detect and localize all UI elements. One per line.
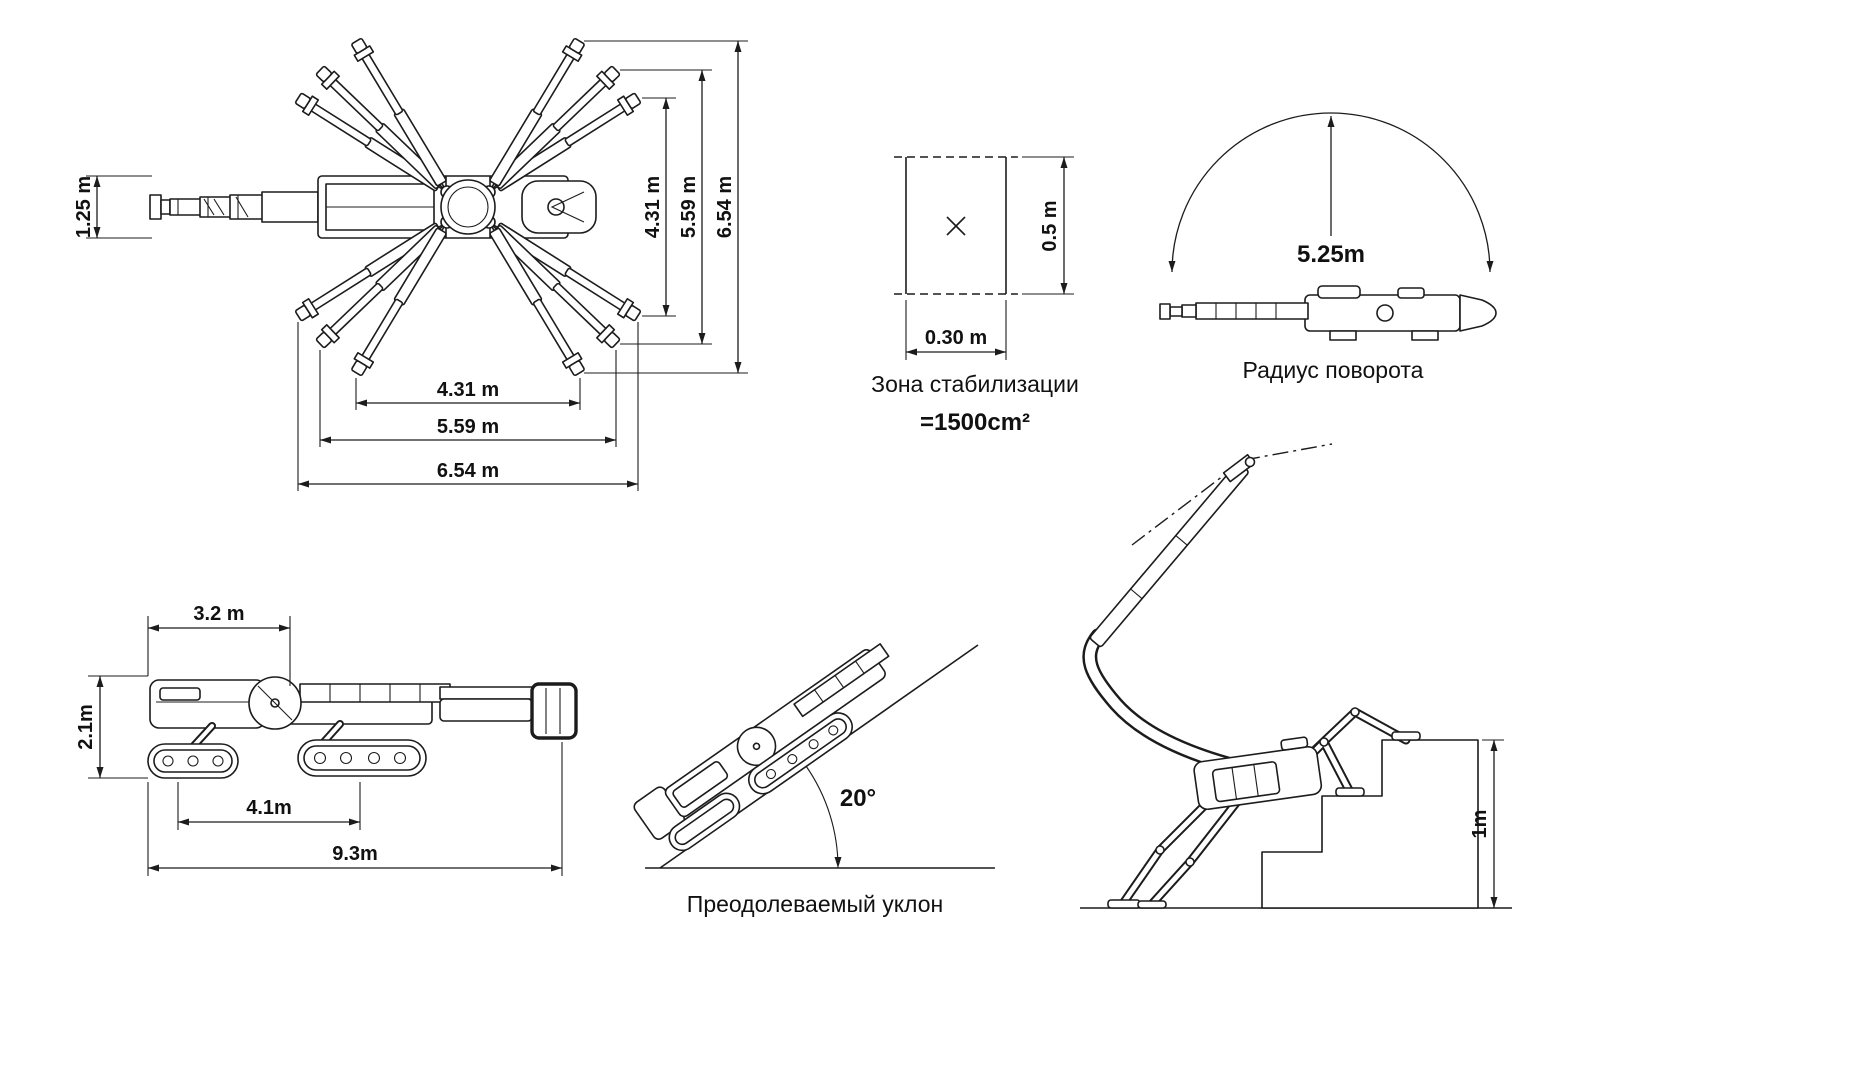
turning-machine-profile (1159, 285, 1497, 341)
dim-label-v-431: 4.31 m (642, 176, 664, 238)
dim-zone-width: 0.30 m (905, 300, 1007, 360)
dim-label-1m: 1m (1469, 810, 1491, 839)
zone-center-mark (946, 216, 966, 236)
top-view-diagram: 1.25 m 4.31 m 5.59 m 6.54 m (73, 35, 748, 491)
turning-radius-value: 5.25m (1297, 241, 1365, 268)
slope-angle-value: 20° (840, 785, 876, 812)
stairs-diagram: 1m (1080, 443, 1512, 909)
dim-side-total: 9.3m (147, 742, 563, 876)
slope-diagram: 20° Преодолеваемый уклон (633, 643, 995, 917)
stairs-machine (1082, 443, 1421, 909)
dim-top-view-horizontal: 4.31 m 5.59 m 6.54 m (297, 322, 639, 491)
dim-label-125: 1.25 m (73, 176, 95, 238)
stairs-steps (1261, 739, 1479, 909)
turning-radius-diagram: 5.25m Радиус поворота (1159, 112, 1497, 383)
stabilization-zone-diagram: 0.5 m 0.30 m Зона стабилизации =1500cm² (871, 156, 1079, 436)
stabilization-zone-area: =1500cm² (920, 409, 1030, 436)
dim-label-zone-height: 0.5 m (1039, 200, 1061, 251)
dim-side-height: 2.1m (75, 675, 148, 779)
turning-radius-title: Радиус поворота (1243, 357, 1424, 383)
turning-radius-arc (1168, 112, 1494, 273)
top-view-boom (149, 191, 319, 223)
slope-machine (633, 643, 890, 852)
dim-label-h-559: 5.59 m (437, 416, 499, 438)
dim-label-zone-width: 0.30 m (925, 327, 987, 349)
dim-zone-height: 0.5 m (1022, 156, 1074, 295)
dim-label-h-431: 4.31 m (437, 379, 499, 401)
dim-label-v-654: 6.54 m (714, 176, 736, 238)
dim-top-view-vertical: 4.31 m 5.59 m 6.54 m (584, 40, 748, 374)
dim-stairs-height: 1m (1469, 739, 1504, 908)
dim-top-view-width: 1.25 m (73, 175, 152, 239)
dim-label-32: 3.2 m (193, 603, 244, 625)
top-view-chassis (317, 175, 597, 239)
dim-label-93: 9.3m (332, 843, 378, 865)
slope-angle-arc (805, 765, 842, 869)
dim-label-21: 2.1m (75, 704, 97, 750)
dim-side-mid: 4.1m (177, 782, 361, 830)
dim-label-41: 4.1m (246, 797, 292, 819)
stabilization-zone-title: Зона стабилизации (871, 371, 1079, 397)
dim-side-rear: 3.2 m (147, 603, 291, 686)
dim-label-v-559: 5.59 m (678, 176, 700, 238)
top-view-outriggers (292, 35, 644, 379)
slope-title: Преодолеваемый уклон (687, 891, 943, 917)
dim-label-h-654: 6.54 m (437, 460, 499, 482)
side-view-machine (147, 676, 578, 779)
side-view-diagram: 3.2 m 2.1m 4.1m 9.3m (75, 603, 578, 876)
